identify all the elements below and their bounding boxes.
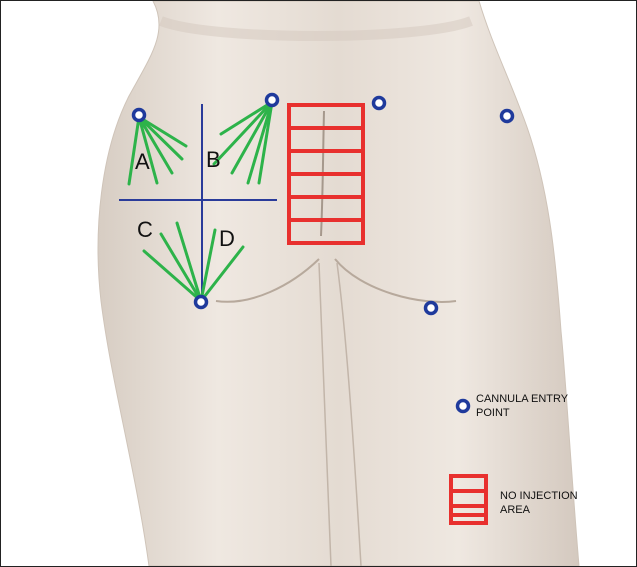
legend-no-injection-label: NO INJECTION AREA bbox=[500, 489, 610, 517]
legend-no-injection-line1: NO INJECTION bbox=[500, 489, 610, 503]
cannula-entry-point-cd bbox=[196, 297, 207, 308]
cannula-entry-point-right-1 bbox=[374, 98, 385, 109]
quadrant-label-c: C bbox=[137, 219, 153, 241]
cannula-entry-point-right-2 bbox=[502, 111, 513, 122]
legend-cannula-icon bbox=[458, 401, 469, 412]
legend-cannula-label: CANNULA ENTRY POINT bbox=[476, 392, 586, 420]
cannula-entry-point-a bbox=[134, 110, 145, 121]
legend-no-injection-line2: AREA bbox=[500, 503, 610, 517]
legend-cannula-line2: POINT bbox=[476, 406, 586, 420]
quadrant-label-a: A bbox=[135, 151, 150, 173]
quadrant-label-d: D bbox=[219, 228, 235, 250]
quadrant-label-b: B bbox=[206, 149, 221, 171]
legend-cannula-line1: CANNULA ENTRY bbox=[476, 392, 586, 406]
cannula-entry-point-b bbox=[267, 95, 278, 106]
cannula-entry-point-right-3 bbox=[426, 303, 437, 314]
body-silhouette bbox=[98, 1, 579, 566]
